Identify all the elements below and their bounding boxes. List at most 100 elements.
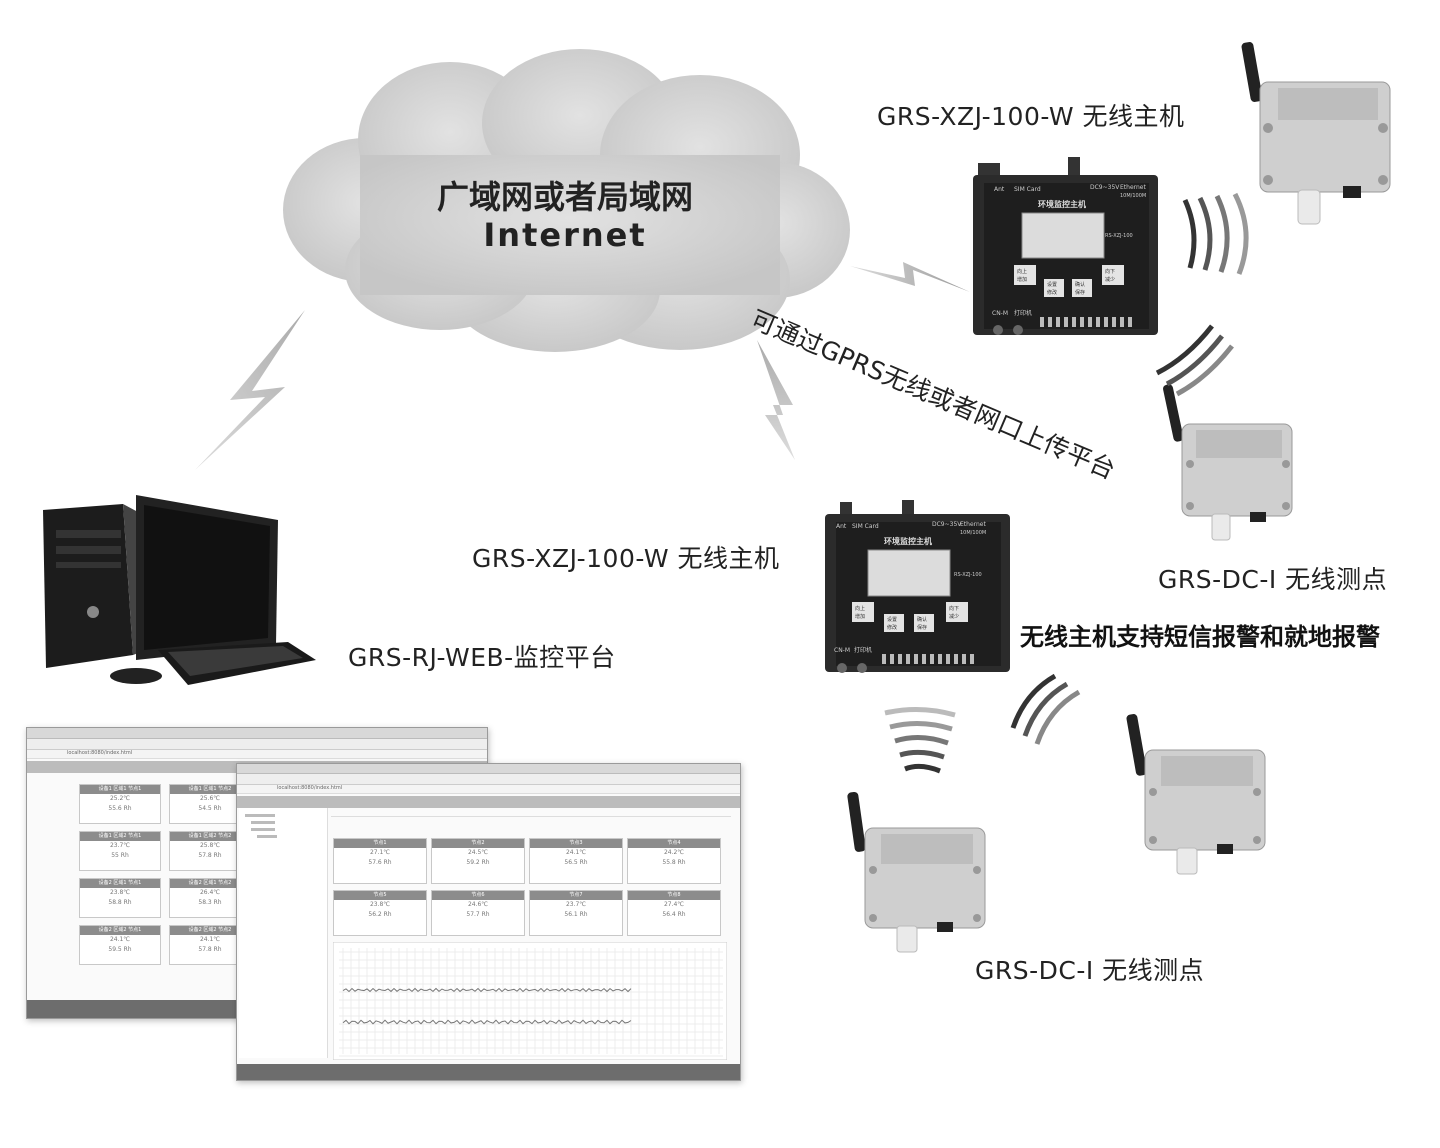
svg-text:10M/100M: 10M/100M [960,530,986,536]
desktop-computer [43,495,316,685]
svg-text:确认: 确认 [1075,281,1085,288]
svg-text:增加: 增加 [1017,276,1027,283]
taskbar [237,1064,740,1080]
card-title: 节点8 [628,891,720,900]
card-title: 节点7 [530,891,622,900]
sensor-bottom-left [847,791,986,953]
card-temp: 24.2℃ [663,849,685,856]
card-temp: 25.6℃ [199,795,221,802]
address-bar[interactable]: localhost:8080/index.html [237,774,740,791]
card-rh: 56.2 Rh [368,911,392,918]
card-temp: 25.2℃ [109,795,131,802]
card-temp: 24.6℃ [467,901,489,908]
info-bar [331,808,731,817]
bookmarks-bar [237,785,740,794]
lightning-mid-icon [757,340,795,460]
card-temp: 24.1℃ [109,936,131,943]
address-bar[interactable]: localhost:8080/index.html [27,739,487,756]
card-title: 节点3 [530,839,622,848]
card-title: 设备2 区域2 节点2 [170,926,250,935]
card-title: 节点1 [334,839,426,848]
card-temp: 24.1℃ [199,936,221,943]
svg-text:SIM Card: SIM Card [1014,186,1041,193]
svg-text:保存: 保存 [1075,289,1085,296]
tab-strip [237,764,740,774]
card-rh: 57.7 Rh [466,911,490,918]
lightning-left-icon [195,310,305,470]
nav-bar [237,796,740,808]
card-rh: 55.8 Rh [662,859,686,866]
svg-text:RS-XZJ-100: RS-XZJ-100 [954,572,982,578]
sensor-top-right [1241,42,1391,225]
sensor-bottom-right [1126,714,1266,875]
host-top-label: GRS-XZJ-100-W 无线主机 [877,102,1185,131]
card-rh: 56.1 Rh [564,911,588,918]
card-rh: 59.5 Rh [108,946,132,953]
svg-text:CN-M: CN-M [834,647,850,654]
svg-text:10M/100M: 10M/100M [1120,193,1146,199]
card-temp: 23.7℃ [109,842,131,849]
card-rh: 59.2 Rh [466,859,490,866]
card-rh: 56.4 Rh [662,911,686,918]
lightning-right-icon [850,262,970,292]
svg-text:Ant: Ant [994,186,1005,193]
card-title: 节点2 [432,839,524,848]
platform-label: GRS-RJ-WEB-监控平台 [348,643,616,672]
svg-text:保存: 保存 [917,624,927,631]
card-temp: 23.7℃ [565,901,587,908]
card-temp: 26.4℃ [199,889,221,896]
svg-text:修改: 修改 [1047,289,1057,296]
svg-text:向上: 向上 [1017,268,1027,275]
card-title: 设备1 区域1 节点1 [80,785,160,794]
card-title: 设备1 区域1 节点2 [170,785,250,794]
svg-text:DC9~35V: DC9~35V [932,521,962,528]
svg-text:修改: 修改 [887,624,897,631]
svg-text:打印机: 打印机 [854,646,872,654]
card-temp: 23.8℃ [369,901,391,908]
card-title: 设备1 区域2 节点1 [80,832,160,841]
svg-text:向上: 向上 [855,605,865,612]
card-title: 节点5 [334,891,426,900]
host-mid-label: GRS-XZJ-100-W 无线主机 [472,544,780,573]
svg-text:SIM Card: SIM Card [852,523,879,530]
wifi-signal-icon [884,706,956,774]
cloud-subtitle: Internet [483,216,647,254]
alarm-note: 无线主机支持短信报警和就地报警 [1020,623,1380,651]
svg-text:打印机: 打印机 [1014,309,1032,317]
card-rh: 55.6 Rh [108,805,132,812]
svg-text:环境监控主机: 环境监控主机 [884,536,932,546]
card-temp: 25.8℃ [199,842,221,849]
card-rh: 57.8 Rh [198,852,222,859]
wifi-signal-icon [1155,324,1234,397]
card-title: 节点6 [432,891,524,900]
svg-text:RS-XZJ-100: RS-XZJ-100 [1105,233,1133,239]
sensor-bottom-label: GRS-DC-I 无线测点 [975,956,1205,985]
card-title: 设备2 区域2 节点1 [80,926,160,935]
card-temp: 24.1℃ [565,849,587,856]
card-title: 设备2 区域1 节点1 [80,879,160,888]
card-title: 设备1 区域2 节点2 [170,832,250,841]
bookmarks-bar [27,750,487,759]
svg-text:向下: 向下 [949,605,959,612]
svg-text:Ethernet: Ethernet [1120,184,1146,191]
tab-strip [27,728,487,739]
card-rh: 58.8 Rh [108,899,132,906]
wifi-signal-icon [1010,673,1081,745]
svg-text:DC9~35V: DC9~35V [1090,184,1120,191]
svg-text:设置: 设置 [1047,281,1057,288]
svg-text:减少: 减少 [949,613,959,620]
tree-panel [239,808,328,1058]
svg-text:环境监控主机: 环境监控主机 [1038,199,1086,209]
card-temp: 27.4℃ [663,901,685,908]
